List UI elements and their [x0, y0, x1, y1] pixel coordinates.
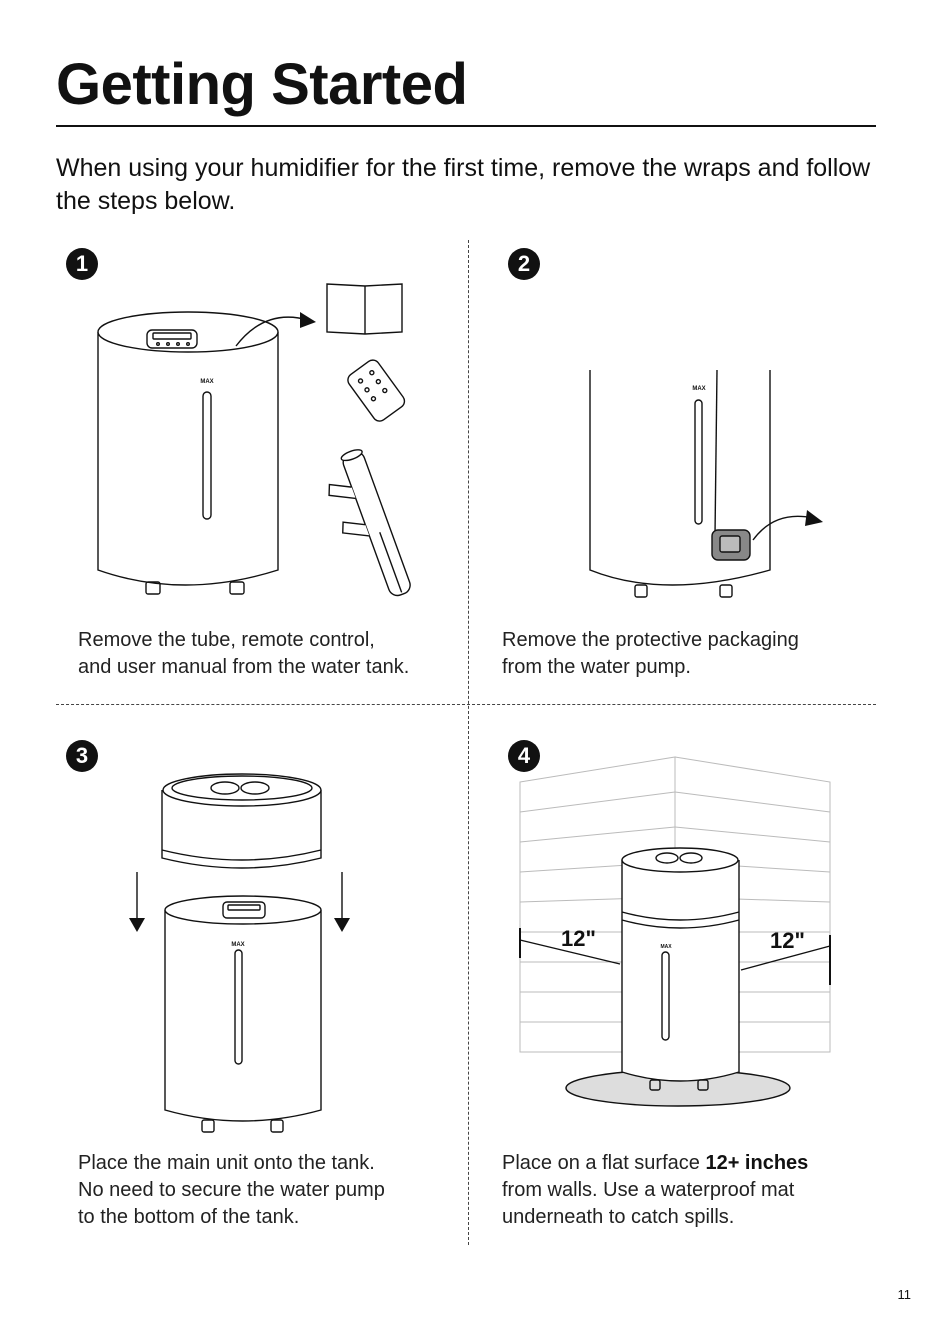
page-number: 11	[898, 1287, 912, 1302]
step-2-illustration: MAX	[575, 360, 835, 605]
vertical-divider	[468, 240, 469, 1245]
distance-left-label: 12"	[561, 926, 596, 951]
step-1-caption: Remove the tube, remote control, and use…	[78, 627, 409, 681]
step-2-caption-line1: Remove the protective packaging	[502, 629, 799, 651]
step-4-caption-pre: Place on a flat surface	[502, 1152, 705, 1174]
step-1-caption-line2: and user manual from the water tank.	[78, 656, 409, 678]
step-4-caption: Place on a flat surface 12+ inches from …	[502, 1150, 808, 1231]
step-1-caption-line1: Remove the tube, remote control,	[78, 629, 375, 651]
step-2-caption: Remove the protective packaging from the…	[502, 627, 799, 681]
step-3-caption: Place the main unit onto the tank. No ne…	[78, 1150, 385, 1231]
step-3-illustration: MAX	[125, 770, 360, 1140]
max-label-2: MAX	[692, 386, 705, 392]
step-2-badge: 2	[508, 248, 540, 280]
step-4-caption-bold: 12+ inches	[705, 1152, 808, 1174]
step-3-caption-line3: to the bottom of the tank.	[78, 1206, 299, 1228]
step-3-caption-line2: No need to secure the water pump	[78, 1179, 385, 1201]
step-2-caption-line2: from the water pump.	[502, 656, 691, 678]
step-4-caption-line2: from walls. Use a waterproof mat	[502, 1179, 794, 1201]
horizontal-divider	[56, 704, 876, 705]
step-1-illustration: MAX	[80, 270, 460, 615]
max-label: MAX	[200, 379, 213, 385]
step-3-caption-line1: Place the main unit onto the tank.	[78, 1152, 375, 1174]
distance-right-label: 12"	[770, 928, 805, 953]
max-label-4: MAX	[660, 944, 672, 950]
title-rule	[56, 125, 876, 127]
intro-text: When using your humidifier for the first…	[56, 152, 876, 218]
step-4-illustration: MAX 12" 12"	[515, 752, 835, 1112]
page-title: Getting Started	[56, 52, 467, 119]
step-4-caption-line3: underneath to catch spills.	[502, 1206, 734, 1228]
max-label-3: MAX	[231, 942, 244, 948]
step-3-badge: 3	[66, 740, 98, 772]
